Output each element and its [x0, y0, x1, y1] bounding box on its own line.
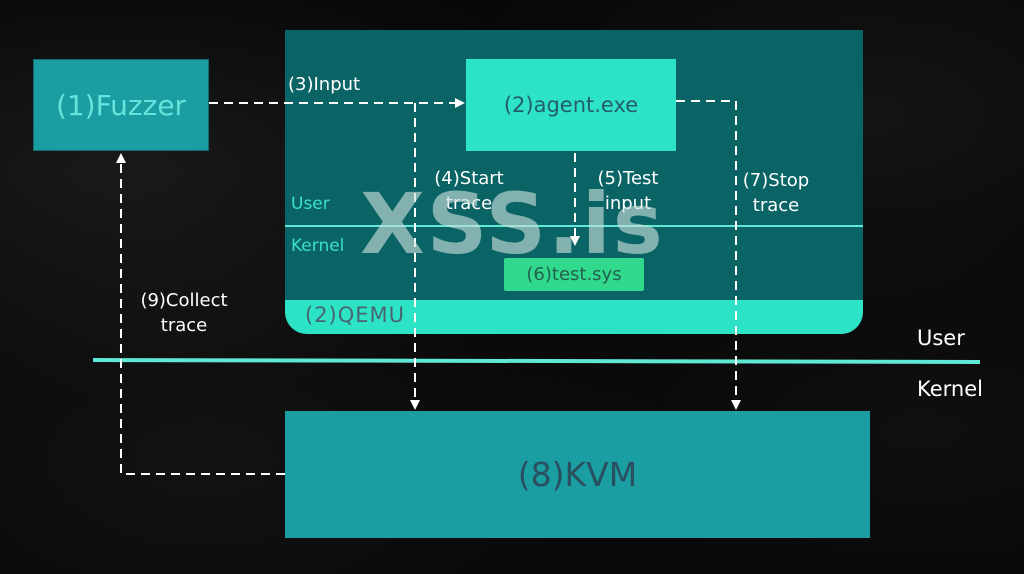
label-stop-trace: (7)Stop trace [730, 168, 822, 218]
testsys-node: (6)test.sys [504, 258, 644, 291]
arrow-stop-trace [676, 100, 741, 410]
label-stop-trace-line1: (7)Stop [742, 170, 810, 191]
kvm-node: (8)KVM [285, 411, 870, 538]
label-collect-trace-line1: (9)Collect [140, 290, 228, 311]
label-stop-trace-line2: trace [752, 195, 800, 216]
label-test-input-line2: input [604, 193, 652, 214]
label-test-input-line1: (5)Test [597, 168, 659, 189]
agent-node: (2)agent.exe [466, 59, 676, 151]
label-start-trace-line2: trace [445, 193, 493, 214]
outer-kernel-label: Kernel [917, 377, 983, 401]
outer-user-label: User [917, 326, 965, 350]
watermark: XSS.is [360, 175, 665, 273]
label-start-trace-line1: (4)Start [434, 168, 504, 189]
qemu-bar [285, 300, 863, 334]
inner-user-label: User [291, 194, 330, 214]
arrow-collect-trace [116, 153, 285, 475]
fuzzer-node: (1)Fuzzer [33, 59, 209, 151]
label-input-text: (3)Input [288, 74, 361, 95]
label-test-input: (5)Test input [588, 166, 668, 216]
label-start-trace: (4)Start trace [424, 166, 514, 216]
label-input: (3)Input [288, 72, 360, 97]
label-collect-trace-line2: trace [160, 315, 208, 336]
qemu-label: (2)QEMU [305, 303, 406, 327]
inner-kernel-label: Kernel [291, 236, 345, 256]
label-collect-trace: (9)Collect trace [126, 288, 242, 338]
outer-boundary-line [92, 358, 981, 364]
